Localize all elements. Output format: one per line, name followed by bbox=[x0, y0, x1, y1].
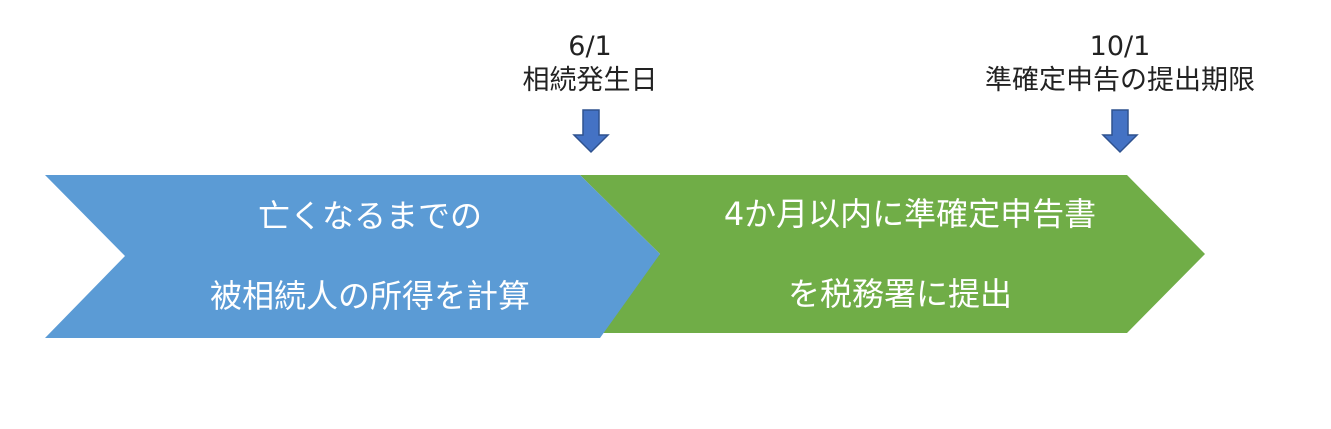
green-phase-line-1: 4か月以内に準確定申告書 bbox=[723, 195, 1097, 233]
deadline-down-arrow-icon bbox=[1101, 109, 1139, 154]
deadline-marker-label: 10/1 準確定申告の提出期限 bbox=[950, 30, 1290, 98]
green-phase-chevron bbox=[580, 175, 1205, 333]
start-down-arrow-icon bbox=[572, 109, 610, 154]
deadline-date: 10/1 bbox=[1089, 31, 1151, 62]
blue-phase-line-1: 亡くなるまでの bbox=[257, 197, 482, 235]
start-date: 6/1 bbox=[568, 31, 612, 62]
green-phase-line-2: を税務署に提出 bbox=[787, 275, 1012, 313]
start-event: 相続発生日 bbox=[522, 65, 658, 96]
blue-phase-line-2: 被相続人の所得を計算 bbox=[209, 277, 530, 315]
blue-phase-chevron bbox=[45, 175, 660, 338]
start-marker-label: 6/1 相続発生日 bbox=[470, 30, 710, 98]
deadline-event: 準確定申告の提出期限 bbox=[985, 65, 1255, 96]
